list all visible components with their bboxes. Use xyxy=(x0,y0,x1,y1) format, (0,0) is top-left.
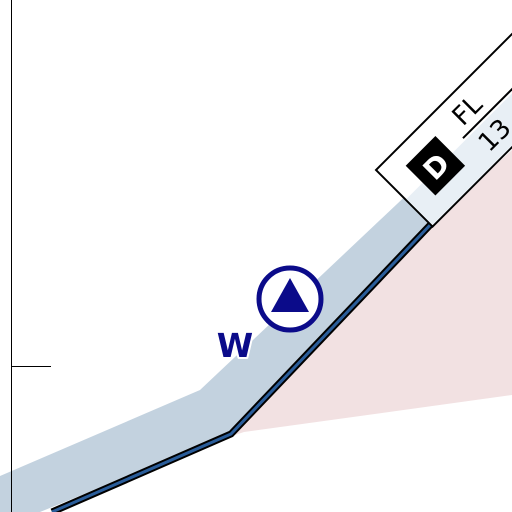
navaid[interactable]: W xyxy=(215,265,324,367)
airspace-label-shade xyxy=(406,58,512,226)
navaid-ident: W xyxy=(217,326,253,365)
label-separator-line xyxy=(462,55,512,139)
airspace-band xyxy=(0,187,433,512)
airspace-label[interactable]: D FL 13 xyxy=(374,27,512,228)
airspace-boundary-line xyxy=(51,220,435,512)
triangle-in-circle-waypoint-icon xyxy=(256,265,324,333)
